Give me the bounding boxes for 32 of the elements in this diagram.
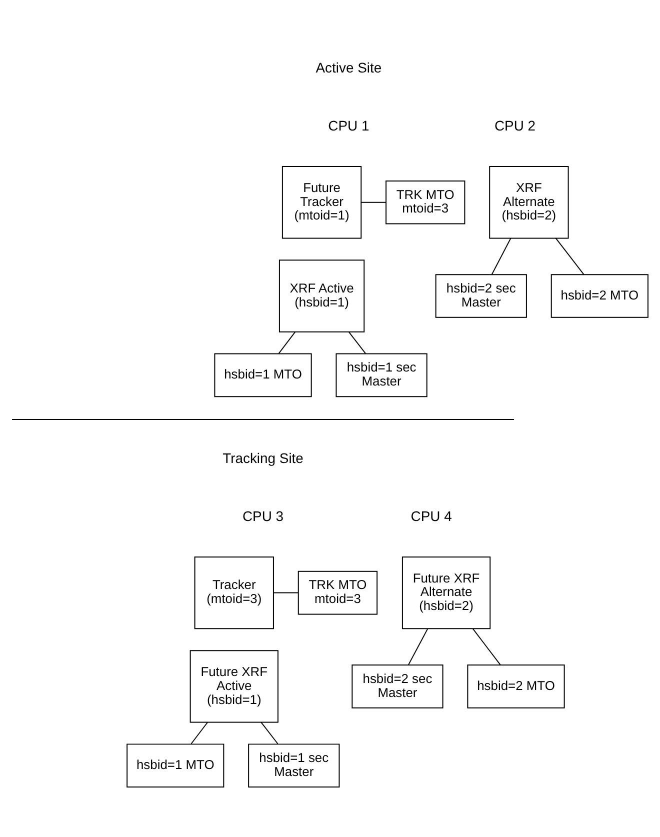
label: CPU 2 <box>494 116 536 133</box>
connector <box>491 237 512 275</box>
node-box: hsbid=1 sec Master <box>248 743 340 788</box>
node-box: Future Tracker (mtoid=1) <box>282 166 362 238</box>
connector <box>260 721 278 744</box>
node-box: Tracker (mtoid=3) <box>194 556 274 629</box>
node-box: Future XRF Alternate (hsbid=2) <box>402 556 491 629</box>
node-box: hsbid=1 MTO <box>126 743 224 788</box>
label: CPU 1 <box>328 116 370 133</box>
node-box: TRK MTO mtoid=3 <box>386 180 466 224</box>
connector <box>348 330 366 354</box>
label: CPU 3 <box>242 507 284 524</box>
connector <box>278 330 296 354</box>
label: Active Site <box>316 59 382 76</box>
node-box: hsbid=1 MTO <box>214 352 312 397</box>
connector <box>273 592 299 593</box>
connector <box>360 201 386 202</box>
node-box: hsbid=1 sec Master <box>336 352 428 397</box>
label: CPU 4 <box>410 507 452 524</box>
connector <box>408 628 428 665</box>
node-box: XRF Active (hsbid=1) <box>278 259 365 332</box>
node-box: XRF Alternate (hsbid=2) <box>489 166 569 238</box>
connector <box>472 628 501 665</box>
label: Tracking Site <box>222 450 304 466</box>
connector <box>555 237 584 275</box>
node-box: Future XRF Active (hsbid=1) <box>190 650 278 722</box>
node-box: hsbid=2 sec Master <box>352 664 444 708</box>
node-box: hsbid=2 sec Master <box>435 274 527 318</box>
node-box: TRK MTO mtoid=3 <box>298 570 378 614</box>
node-box: hsbid=2 MTO <box>467 664 565 708</box>
node-box: hsbid=2 MTO <box>550 274 648 318</box>
connector <box>190 721 208 744</box>
